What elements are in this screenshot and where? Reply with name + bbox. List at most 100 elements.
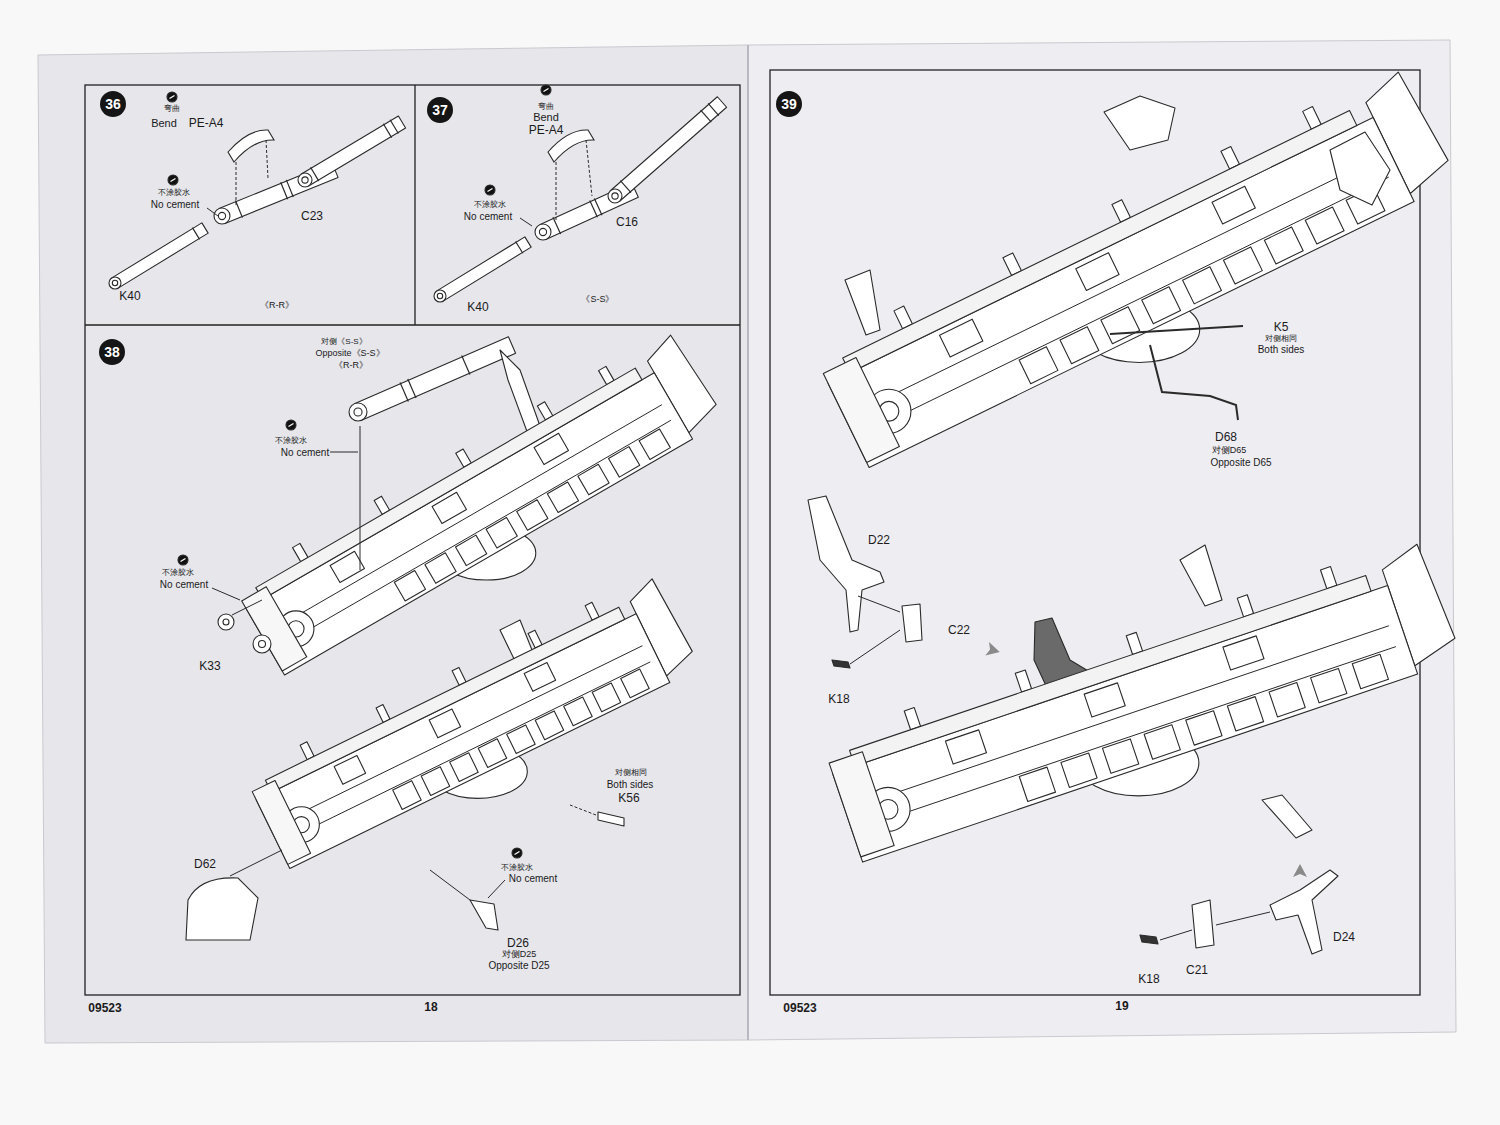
step-number: 36 xyxy=(100,91,126,117)
part-k5 xyxy=(1110,326,1243,334)
carriage-top-rib xyxy=(1142,287,1181,324)
step-number-text: 37 xyxy=(432,103,448,117)
instruction-icon xyxy=(541,85,551,95)
part-c23-bore xyxy=(218,212,225,219)
carriage-bottom-rib xyxy=(1269,683,1305,717)
part-k40 xyxy=(112,223,208,288)
carriage-top-rail xyxy=(843,111,1357,373)
carriage-top-seam xyxy=(856,157,1379,412)
leader-line xyxy=(520,218,532,226)
part-d62 xyxy=(186,878,258,940)
carriage-lower-body xyxy=(256,614,670,869)
leader-line xyxy=(1216,912,1270,925)
part-label: 不涂胶水 xyxy=(162,569,194,577)
gun-barrel-ring xyxy=(383,124,391,138)
step-number: 37 xyxy=(427,97,453,123)
part-k56 xyxy=(598,812,624,826)
part-label: 不涂胶水 xyxy=(275,437,307,445)
instruction-icon-mark xyxy=(289,424,294,427)
instruction-icon-mark xyxy=(515,852,520,855)
carriage-lower-rib xyxy=(478,739,506,768)
part-c23-end xyxy=(214,208,230,224)
part-label: No cement xyxy=(281,448,329,459)
part-label: K18 xyxy=(1138,973,1159,986)
instruction-icon-mark xyxy=(544,89,549,92)
carriage-upper-box xyxy=(534,433,568,464)
leader-line xyxy=(360,426,361,570)
carriage-bottom-post xyxy=(1237,595,1253,617)
panel-divider xyxy=(414,85,415,325)
part-k40-end xyxy=(109,277,121,289)
carriage-top-box xyxy=(1212,186,1255,224)
part-label: Opposite《S-S》 xyxy=(315,349,384,358)
carriage-bottom-post xyxy=(1126,632,1142,654)
part-label: 《S-S》 xyxy=(581,295,614,304)
page-number: 18 xyxy=(424,1001,437,1014)
carriage-bottom-post xyxy=(904,708,920,730)
carriage-upper-rib xyxy=(639,429,670,459)
carriage-lower-front-plate xyxy=(252,780,310,864)
part-k40-end xyxy=(434,290,446,302)
part-k40 xyxy=(437,237,531,301)
carriage-upper-rib xyxy=(486,517,517,547)
part-k33 xyxy=(253,635,271,653)
part-label: No cement xyxy=(151,200,199,211)
carriage-top-rib xyxy=(1223,247,1262,284)
part-d24 xyxy=(1270,870,1338,954)
part-label: 不涂胶水 xyxy=(474,201,506,209)
page-frame xyxy=(770,70,1420,995)
assembly-arrow xyxy=(985,642,999,656)
leader-line xyxy=(236,162,237,205)
instruction-icon xyxy=(167,92,177,102)
carriage-lower-rib xyxy=(564,697,592,726)
right-page xyxy=(748,40,1456,1040)
part-label: K40 xyxy=(467,301,488,314)
recoil-rod-end xyxy=(349,403,367,421)
leader-line xyxy=(556,162,557,220)
part-label: Opposite D65 xyxy=(1210,458,1271,469)
part-c21 xyxy=(1192,900,1214,948)
part-c23-ring xyxy=(286,180,293,197)
leader-line xyxy=(430,870,470,900)
part-label: 对侧D65 xyxy=(1212,446,1247,455)
carriage-top-front-plate xyxy=(823,358,899,463)
carriage-top-box xyxy=(940,319,983,357)
step-number: 38 xyxy=(99,339,125,365)
carriage-bottom-box xyxy=(1223,636,1264,670)
part-c22 xyxy=(902,604,922,642)
part-label: 不涂胶水 xyxy=(501,864,533,872)
leader-line xyxy=(212,588,240,600)
part-c16-ring xyxy=(594,198,602,215)
front-leg xyxy=(845,270,880,335)
leader-line xyxy=(858,596,900,612)
page-frame xyxy=(85,85,740,995)
part-label: Opposite D25 xyxy=(488,961,549,972)
page-number: 09523 xyxy=(783,1002,816,1015)
carriage-lower-box xyxy=(334,755,366,784)
gun-barrel-ring xyxy=(620,181,631,193)
instruction-icon xyxy=(168,175,178,185)
leader-line xyxy=(488,880,505,898)
part-label: Both sides xyxy=(1258,345,1305,356)
carriage-top-rib xyxy=(1305,207,1344,244)
part-label: No cement xyxy=(160,580,208,591)
instruction-icon xyxy=(512,848,522,858)
part-label: 《R-R》 xyxy=(334,361,368,370)
part-label: C16 xyxy=(616,216,638,229)
part-k40-bore xyxy=(437,293,442,298)
leader-line xyxy=(850,630,900,664)
carriage-bottom-rib xyxy=(1227,697,1263,731)
carriage-bottom-rib xyxy=(1103,739,1139,773)
part-label: K18 xyxy=(828,693,849,706)
page-number: 09523 xyxy=(88,1002,121,1015)
recoil-rod-ring xyxy=(462,356,470,375)
carriage-upper-rib xyxy=(547,482,578,512)
panel-divider xyxy=(85,324,740,325)
gun-barrel-bore xyxy=(302,177,308,183)
instruction-icon xyxy=(286,420,296,430)
part-label: D24 xyxy=(1333,931,1355,944)
instruction-icon-mark xyxy=(181,559,186,562)
gun-barrel xyxy=(610,97,726,202)
part-label: No cement xyxy=(464,212,512,223)
